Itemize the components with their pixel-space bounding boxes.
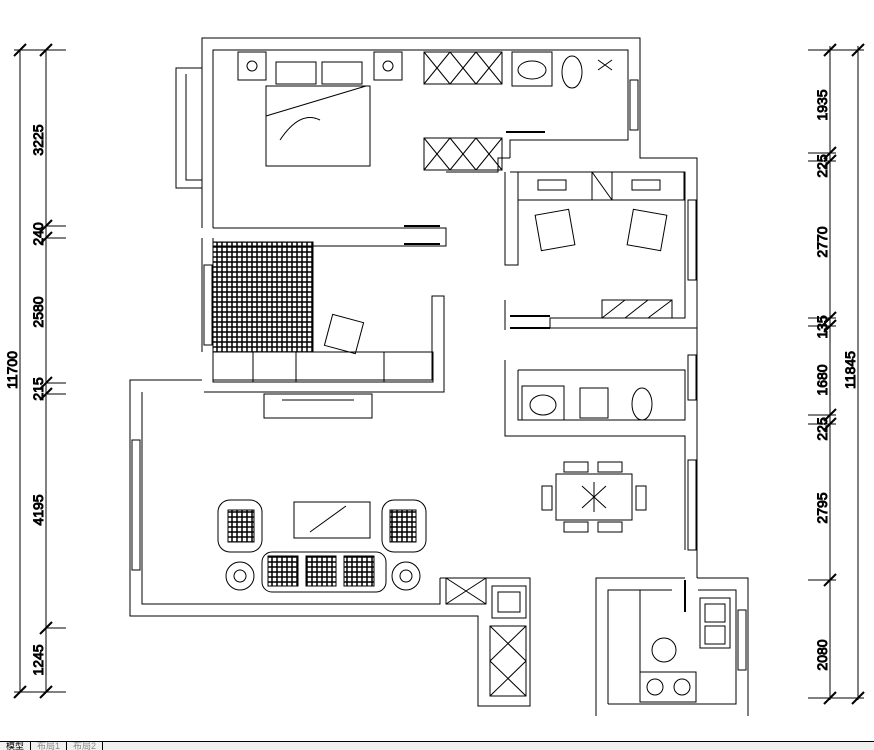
right-dimension-lines [808,43,865,705]
tab-layout-2[interactable]: 布局2 [67,742,104,750]
layout-tab-bar: 模型 布局1 布局2 [0,741,874,750]
right-dimension-labels: 11845 1935 225 2770 135 1680 225 2795 20… [814,89,859,671]
tab-model[interactable]: 模型 [0,742,32,750]
dim-right-2: 225 [814,154,830,178]
left-dimension-lines [13,43,66,699]
master-bath-fixtures [511,51,613,89]
dim-right-4: 135 [814,315,830,339]
dim-left-3: 2580 [30,296,46,327]
dim-right-total: 11845 [842,351,858,389]
dim-right-8: 2080 [814,639,830,670]
dim-left-1: 3225 [30,124,46,155]
bed [265,61,371,167]
kitchen-fixtures [639,590,731,703]
study-pattern-floor [212,241,314,353]
dim-right-1: 1935 [814,89,830,120]
dim-left-5: 4195 [30,494,46,525]
bedroom2-furniture [517,171,685,319]
dim-left-2: 240 [30,222,46,246]
dim-left-total: 11700 [4,351,20,389]
dim-right-7: 2795 [814,492,830,523]
second-bath-fixtures [521,385,653,421]
left-dimension-labels: 11700 3225 240 2580 215 4195 1245 [4,124,47,676]
dim-right-3: 2770 [814,226,830,257]
nightstands [237,51,403,81]
dim-left-6: 1245 [30,644,46,675]
walls [129,37,749,716]
wardrobes [423,51,503,171]
dining-table [541,461,647,533]
tab-layout-1[interactable]: 布局1 [31,742,68,750]
dim-right-5: 1680 [814,364,830,395]
door-swings [404,131,686,612]
dim-left-4: 215 [30,377,46,401]
dim-right-6: 225 [814,417,830,441]
storage-cabinets [489,585,527,697]
living-room-sofa-set [217,499,487,605]
study-desk-and-chair [212,313,434,419]
